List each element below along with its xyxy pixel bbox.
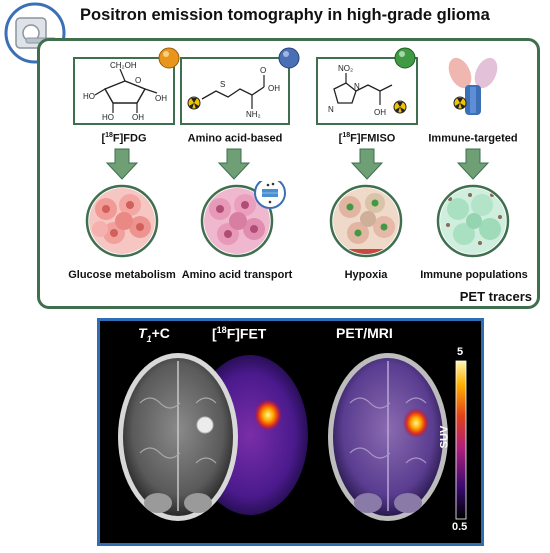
fmiso-structure-icon: NO₂ N N OH [328, 64, 407, 117]
fet-pet-title: [18F]FET [212, 325, 267, 342]
fmiso-molecule-box: NO₂ N N OH [316, 57, 418, 125]
glucose-metabolism-cells-icon [85, 184, 159, 258]
fdg-label-oh-bottom: OH [132, 113, 144, 122]
amino-acid-molecule-box: S O OH NH₂ [180, 57, 290, 125]
fdg-molecule-box: CH₂OH O HO HO OH OH [73, 57, 175, 125]
t1-contrast-title: T1+C [138, 325, 170, 344]
fdg-tracer-sphere-icon [158, 47, 180, 69]
brain-scans [118, 353, 467, 521]
hypoxia-cells-icon [329, 184, 403, 258]
pet-mri-image-panel: T1+C [18F]FET PET/MRI [97, 318, 484, 546]
arrow-down-icon [217, 148, 251, 180]
amino-label-nh2: NH₂ [246, 110, 261, 119]
pet-tracers-caption: PET tracers [459, 289, 532, 304]
immune-targeted-label: Immune-targeted [428, 132, 518, 145]
fmiso-label: [18F]FMISO [338, 132, 396, 145]
fmiso-label-n2: N [328, 105, 334, 114]
fmiso-label-no2: NO₂ [338, 64, 353, 73]
arrow-down-icon [105, 148, 139, 180]
fmiso-tracer-sphere-icon [394, 47, 416, 69]
colorbar-title: SUV [438, 425, 451, 449]
amino-label-o: O [260, 66, 266, 75]
hypoxia-label: Hypoxia [344, 269, 388, 281]
fdg-label: [18F]FDG [101, 132, 147, 145]
fdg-label-oh-right: OH [155, 94, 167, 103]
amino-tracer-sphere-icon [278, 47, 300, 69]
antibody-icon [438, 55, 508, 123]
amino-acid-label: Amino acid-based [187, 132, 283, 145]
fdg-label-ho-bottom: HO [102, 113, 114, 122]
pet-mri-fusion-title: PET/MRI [336, 325, 393, 341]
amino-label-oh: OH [268, 84, 280, 93]
arrow-down-icon [456, 148, 490, 180]
pet-tracers-panel: CH₂OH O HO HO OH OH [18F]FDG S O OH NH₂ … [37, 38, 540, 309]
downward-arrows [105, 148, 490, 180]
glucose-structure-icon: CH₂OH O HO HO OH OH [83, 61, 167, 122]
immune-populations-label: Immune populations [420, 269, 528, 281]
glucose-metabolism-label: Glucose metabolism [68, 269, 176, 281]
fmiso-label-oh: OH [374, 108, 386, 117]
amino-label-s: S [220, 80, 225, 89]
colorbar-max-label: 5 [457, 346, 464, 358]
figure-title: Positron emission tomography in high-gra… [80, 6, 490, 24]
suv-colorbar [455, 360, 467, 520]
amino-acid-transport-label: Amino acid transport [181, 269, 293, 281]
methionine-structure-icon: S O OH NH₂ [187, 66, 280, 119]
fdg-label-ch2oh: CH₂OH [110, 61, 137, 70]
colorbar-min-label: 0.5 [452, 521, 468, 533]
immune-populations-cells-icon [436, 184, 510, 258]
fdg-label-ho-left: HO [83, 92, 95, 101]
amino-acid-transport-cells-icon [200, 181, 286, 258]
fmiso-label-n1: N [354, 82, 360, 91]
fdg-label-ring-o: O [135, 76, 141, 85]
cell-cluster-illustrations [85, 181, 510, 258]
arrow-down-icon [350, 148, 384, 180]
